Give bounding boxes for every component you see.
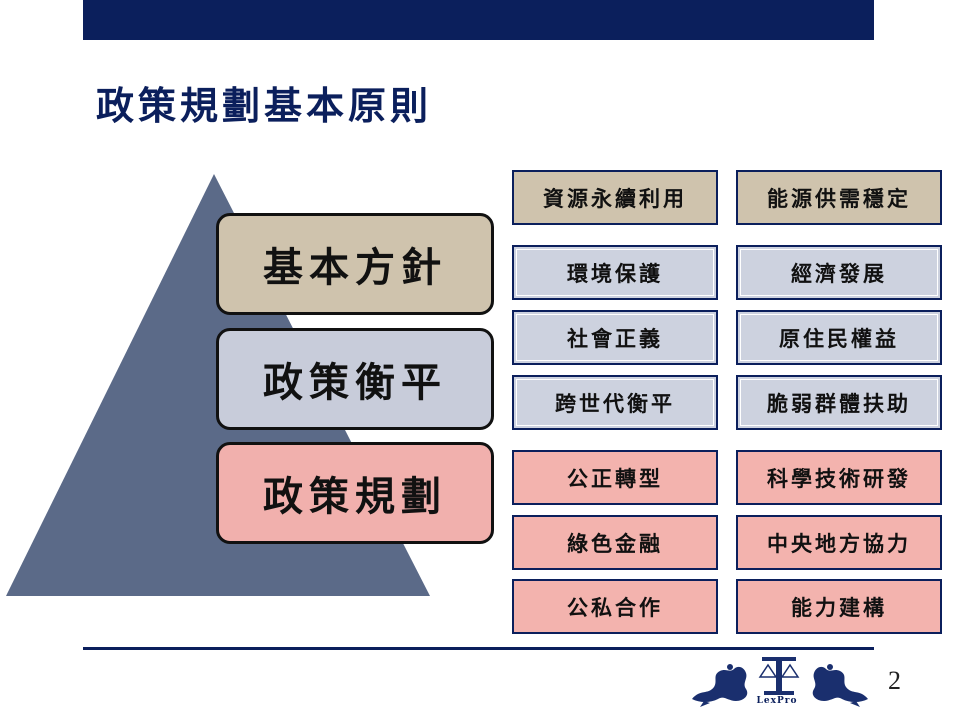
principle-resource-sustainability: 資源永續利用 xyxy=(512,170,718,225)
principle-central-local: 中央地方協力 xyxy=(736,515,942,570)
principle-vulnerable-groups: 脆弱群體扶助 xyxy=(736,375,942,430)
principle-intergenerational: 跨世代衡平 xyxy=(512,375,718,430)
principle-science-tech: 科學技術研發 xyxy=(736,450,942,505)
principle-public-private: 公私合作 xyxy=(512,579,718,634)
slide-title: 政策規劃基本原則 xyxy=(96,83,433,128)
principle-social-justice: 社會正義 xyxy=(512,310,718,365)
principle-economy: 經濟發展 xyxy=(736,245,942,300)
principle-indigenous-rights: 原住民權益 xyxy=(736,310,942,365)
tier-policy-planning: 政策規劃 xyxy=(216,442,494,544)
principle-environment: 環境保護 xyxy=(512,245,718,300)
left-dragon-icon xyxy=(692,664,748,707)
principle-just-transition: 公正轉型 xyxy=(512,450,718,505)
footer-divider xyxy=(83,647,874,650)
scales-icon xyxy=(758,657,800,695)
principle-green-finance: 綠色金融 xyxy=(512,515,718,570)
principle-energy-stability: 能源供需穩定 xyxy=(736,170,942,225)
logo-wordmark: LexPro xyxy=(756,696,798,706)
right-dragon-icon xyxy=(812,664,868,707)
tier-basic-policy: 基本方針 xyxy=(216,213,494,315)
lexpro-logo xyxy=(692,657,868,707)
tier-policy-balance: 政策衡平 xyxy=(216,328,494,430)
principle-capacity-building: 能力建構 xyxy=(736,579,942,634)
page-number: 2 xyxy=(888,666,901,695)
top-banner xyxy=(83,0,874,40)
